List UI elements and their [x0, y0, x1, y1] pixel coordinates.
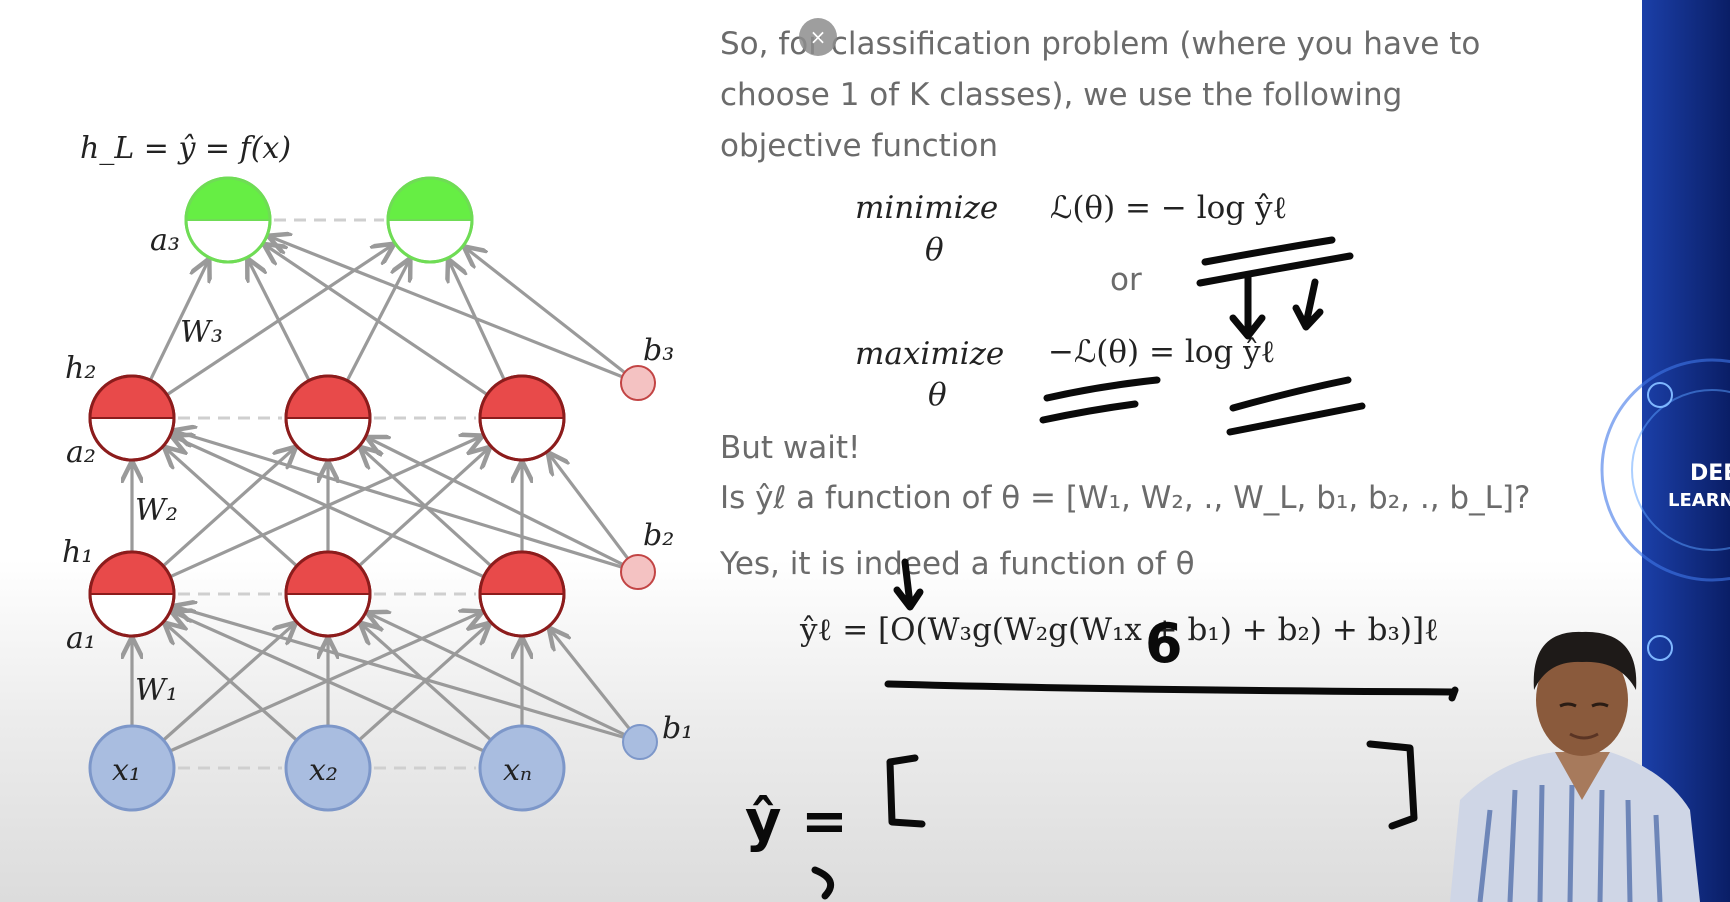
ink-underline-top-2 [1196, 252, 1354, 287]
ink-small-bracket-left [1448, 686, 1459, 702]
ink-underline-log-2 [1226, 402, 1366, 436]
w2-label: W₂ [135, 493, 178, 528]
edge-b3-1 [465, 248, 626, 374]
maximize-theta: θ [928, 377, 947, 413]
edge-b1-2 [550, 629, 631, 730]
edge-h1-h2-1-0 [165, 448, 298, 568]
minimize-theta: θ [925, 232, 944, 268]
b2-label: b₂ [643, 518, 674, 553]
network-icon [1647, 382, 1673, 408]
w1-label: W₁ [135, 673, 178, 708]
edge-b1-1 [369, 613, 626, 737]
ink-open-bracket [886, 754, 926, 828]
output-neuron-2 [386, 176, 474, 264]
hidden1-neuron-3 [478, 550, 566, 638]
watermark-line-2: LEARNING [1668, 490, 1730, 511]
loss-minimize-equation: ℒ(θ) = − log ŷℓ [1050, 190, 1287, 226]
ink-y-hat-equals: ŷ = [745, 789, 848, 854]
w3-label: W₃ [180, 315, 223, 350]
course-watermark: DEEP LEARNING [1600, 0, 1730, 902]
ink-underline-loss-1 [1043, 376, 1161, 402]
h1-label: h₁ [62, 535, 93, 570]
ink-close-bracket [1366, 740, 1418, 830]
presenter-video [1450, 631, 1700, 902]
bias-node-b3 [620, 365, 656, 401]
bias-node-b2 [620, 554, 656, 590]
ink-arrow-right [1292, 278, 1324, 331]
ink-subscript-l [811, 866, 835, 900]
h2-label: h₂ [65, 351, 96, 386]
b3-label: b₃ [643, 333, 674, 368]
edge-b3-0 [270, 237, 623, 379]
loss-maximize-equation: −ℒ(θ) = log ŷℓ [1048, 334, 1275, 370]
input-neuron-2 [284, 724, 372, 812]
close-icon: × [810, 25, 827, 49]
output-formula: h_L = ŷ = f(x) [80, 131, 291, 166]
hidden2-neuron-1 [88, 374, 176, 462]
edge-h1-h2-2-0 [173, 437, 485, 579]
network-nodes [88, 176, 658, 812]
ink-underline-loss-2 [1039, 400, 1139, 424]
edge-b2-1 [368, 438, 624, 566]
network-edges [132, 237, 631, 753]
ink-underline-log-1 [1229, 376, 1352, 412]
input-label-x1: x₁ [112, 753, 141, 788]
edge-x-h1-2-1 [361, 624, 492, 742]
handwritten-annotations: 6 ŷ = [745, 236, 1459, 900]
edge-h2-out-1-0 [248, 260, 311, 382]
intro-line-2: choose 1 of K classes), we use the follo… [720, 77, 1402, 113]
intro-line-1: So, for classification problem (where yo… [720, 26, 1480, 62]
input-label-x2: x₂ [309, 753, 338, 788]
edge-h2-out-0-0 [148, 260, 208, 381]
intro-line-3: objective function [720, 128, 998, 164]
node-icon [1647, 635, 1673, 661]
hidden2-neuron-3 [478, 374, 566, 462]
a2-label: a₂ [66, 435, 96, 470]
watermark-line-1: DEEP [1690, 461, 1730, 486]
but-wait-text: But wait! [720, 430, 860, 466]
edge-h2-out-2-0 [265, 245, 489, 396]
answer-text: Yes, it is indeed a function of θ [719, 546, 1195, 582]
theta-question: Is ŷℓ a function of θ = [W₁, W₂, ., W_L,… [720, 480, 1530, 516]
edge-x-h1-2-0 [173, 612, 485, 753]
minimize-word: minimize [855, 190, 998, 226]
layer-dashes [178, 218, 476, 770]
edge-b2-2 [549, 454, 630, 560]
ink-bracket-underline [884, 680, 1456, 696]
slide-text: So, for classification problem (where yo… [719, 26, 1530, 648]
hidden2-neuron-2 [284, 374, 372, 462]
close-overlay-button[interactable]: × [799, 18, 837, 56]
b1-label: b₁ [662, 711, 693, 746]
yhat-expansion-equation: ŷℓ = [O(W₃g(W₂g(W₁x + b₁) + b₂) + b₃)]ℓ [799, 612, 1439, 648]
ink-underline-top [1201, 236, 1336, 266]
ink-tick-over-o [893, 558, 924, 611]
hidden1-neuron-2 [284, 550, 372, 638]
input-neuron-1 [88, 724, 176, 812]
hidden1-neuron-1 [88, 550, 176, 638]
or-word: or [1110, 262, 1142, 298]
edge-b2-0 [175, 431, 623, 569]
a3-label: a₃ [150, 223, 180, 258]
output-neuron-1 [184, 176, 272, 264]
neural-network-diagram: h_L = ŷ = f(x) a₃ W₃ h₂ a₂ W₂ h₁ a₁ W₁ b… [62, 131, 693, 812]
ink-six: 6 [1145, 612, 1183, 675]
edge-x-h1-1-0 [166, 624, 298, 742]
input-neuron-3 [478, 724, 566, 812]
edge-b1-0 [175, 607, 625, 739]
maximize-word: maximize [855, 336, 1004, 372]
ink-arrow-left [1229, 272, 1266, 340]
input-label-xn: xₙ [503, 753, 532, 788]
a1-label: a₁ [66, 621, 96, 656]
bias-node-b1 [622, 724, 658, 760]
